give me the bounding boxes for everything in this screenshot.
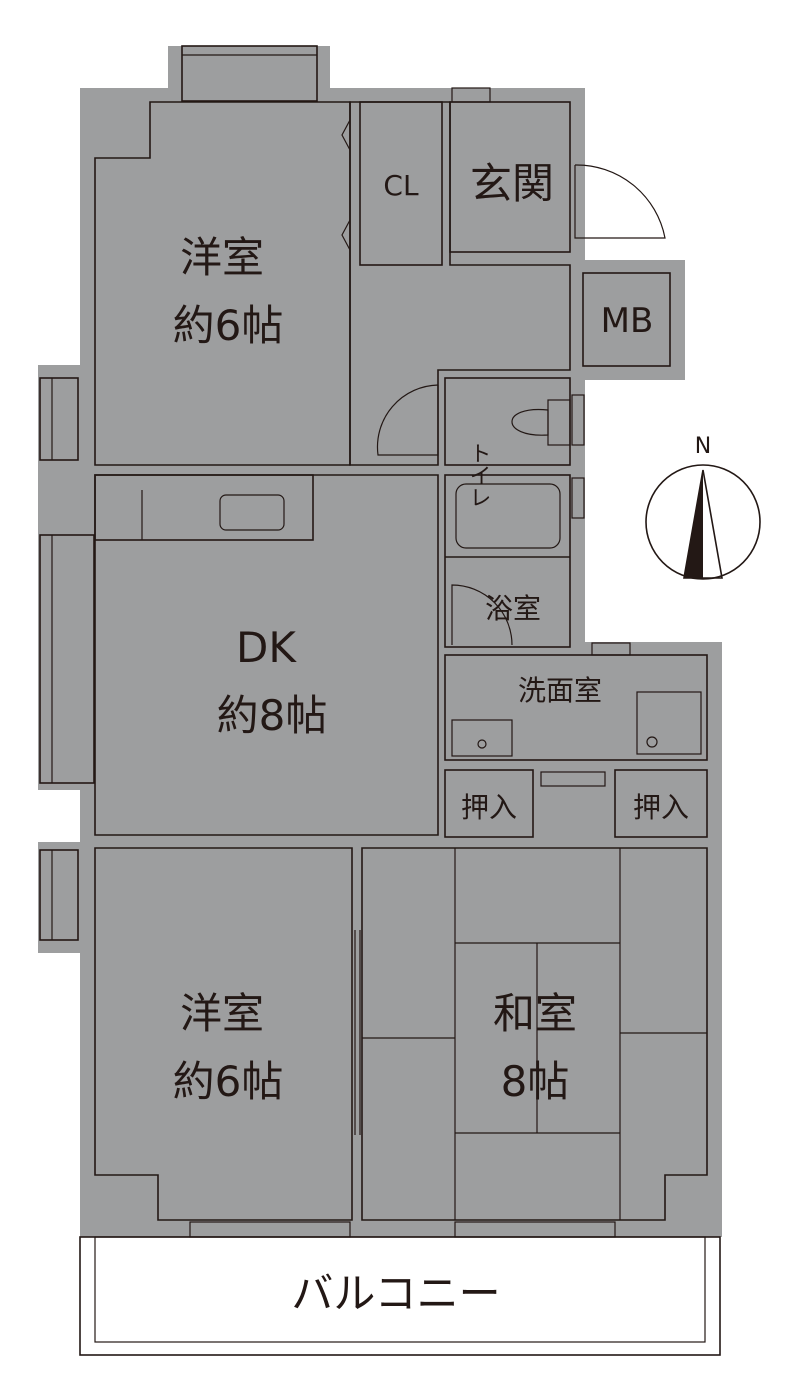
- label-washroom: 洗面室: [518, 674, 602, 707]
- label-closet: CL: [383, 169, 419, 202]
- label-meter-box: MB: [601, 301, 654, 341]
- room-storage-right: [614, 769, 708, 838]
- room-entrance: [449, 101, 571, 253]
- room-storage-left: [444, 769, 534, 838]
- label-toilet: トイレ: [466, 442, 491, 508]
- label-balcony: バルコニー: [291, 1269, 500, 1318]
- room-dining-kitchen: [94, 474, 439, 836]
- room-toilet: [444, 377, 571, 466]
- room-closet: [359, 101, 443, 266]
- outer-walls: [38, 46, 722, 1237]
- label-dk-size: 約8帖: [217, 691, 328, 740]
- doors: [341, 119, 666, 1135]
- shelf: [540, 771, 606, 787]
- label-storage-right: 押入: [633, 791, 689, 824]
- label-bathroom: 浴室: [485, 592, 541, 625]
- room-japanese: [361, 847, 708, 1221]
- label-western-bottom-name: 洋室: [180, 989, 264, 1038]
- label-storage-left: 押入: [461, 791, 517, 824]
- room-meter-box: [582, 272, 671, 367]
- room-western-bottom: [94, 847, 353, 1221]
- label-western-top-size: 約6帖: [173, 301, 284, 350]
- balcony: [79, 1236, 721, 1356]
- windows: [39, 45, 631, 1238]
- label-japanese-name: 和室: [493, 989, 577, 1038]
- label-western-bottom-size: 約6帖: [173, 1057, 284, 1106]
- room-washroom: [444, 654, 708, 761]
- label-japanese-size: 8帖: [501, 1057, 570, 1106]
- compass-n-label: N: [695, 434, 711, 459]
- compass: N: [645, 434, 761, 580]
- label-entrance: 玄関: [470, 159, 554, 208]
- label-dk-name: DK: [236, 623, 297, 672]
- label-western-top-name: 洋室: [180, 233, 264, 282]
- room-bathroom: [444, 474, 571, 648]
